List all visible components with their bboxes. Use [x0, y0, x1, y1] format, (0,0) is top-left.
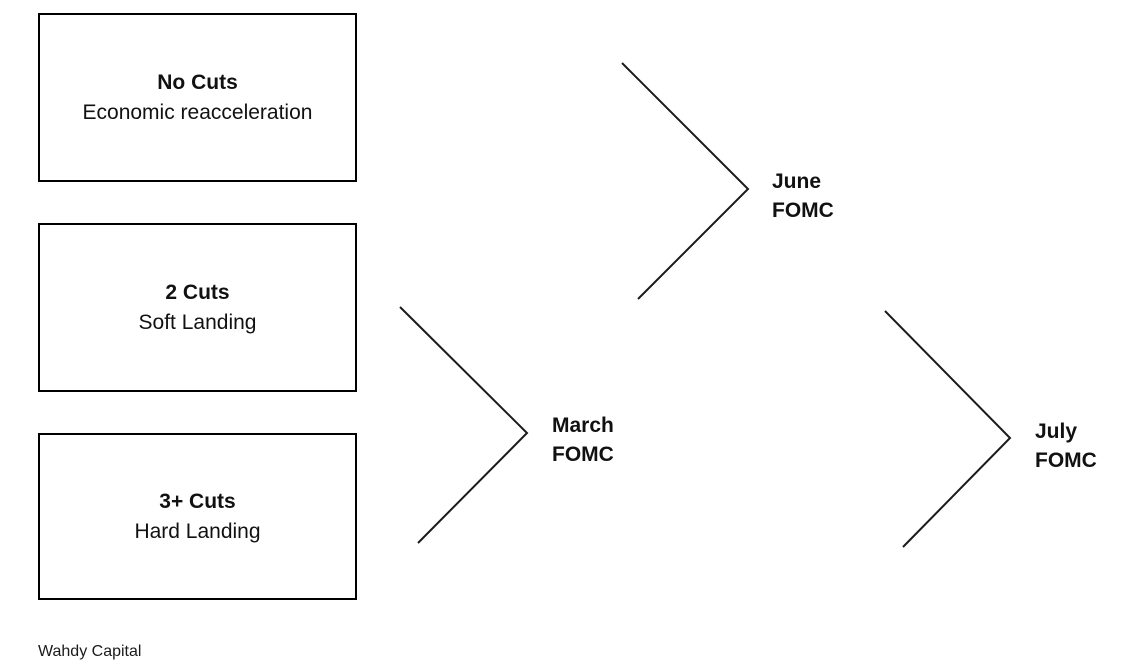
scenario-box-no-cuts: No Cuts Economic reacceleration	[38, 13, 357, 182]
scenario-title: 3+ Cuts	[159, 489, 236, 513]
scenario-box-2-cuts: 2 Cuts Soft Landing	[38, 223, 357, 392]
scenario-subtitle: Economic reacceleration	[82, 100, 313, 124]
scenario-subtitle: Hard Landing	[134, 519, 261, 543]
scenario-title: 2 Cuts	[165, 280, 230, 304]
milestone-july-fomc: July FOMC	[1035, 417, 1097, 475]
milestone-event: FOMC	[772, 199, 834, 222]
march-chevron-icon	[399, 306, 529, 544]
scenario-box-3plus-cuts: 3+ Cuts Hard Landing	[38, 433, 357, 600]
milestone-event: FOMC	[552, 443, 614, 466]
july-chevron-icon	[884, 310, 1012, 548]
milestone-event: FOMC	[1035, 449, 1097, 472]
milestone-month: March	[552, 414, 614, 437]
milestone-month: June	[772, 170, 822, 193]
milestone-march-fomc: March FOMC	[552, 411, 614, 469]
milestone-month: July	[1035, 420, 1078, 443]
scenario-title: No Cuts	[157, 70, 238, 94]
credit-text: Wahdy Capital	[38, 643, 142, 660]
scenario-subtitle: Soft Landing	[138, 310, 257, 334]
milestone-june-fomc: June FOMC	[772, 167, 834, 225]
june-chevron-icon	[621, 62, 750, 300]
